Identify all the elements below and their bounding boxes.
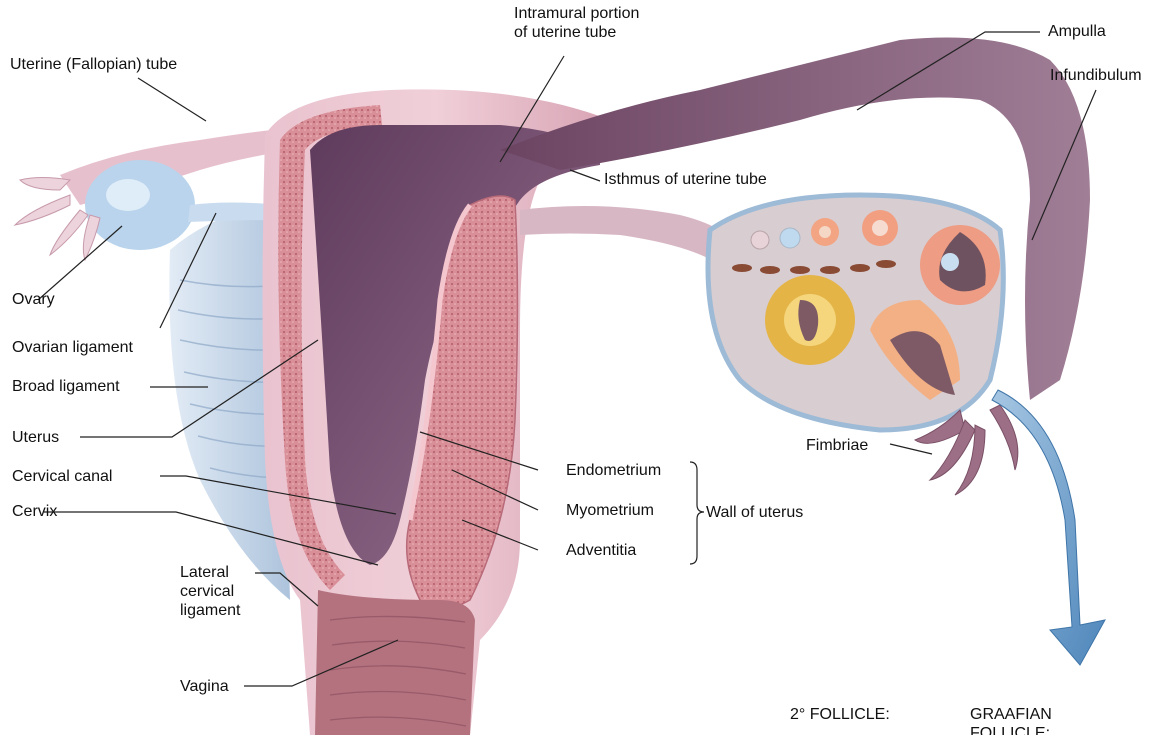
label-fimbriae: Fimbriae xyxy=(806,436,868,455)
label-ampulla: Ampulla xyxy=(1048,22,1106,41)
label-infundibulum: Infundibulum xyxy=(1050,66,1142,85)
label-isthmus: Isthmus of uterine tube xyxy=(604,170,767,189)
label-ovary: Ovary xyxy=(12,290,55,309)
label-intramural-line2: of uterine tube xyxy=(514,23,639,42)
label-ovarian-ligament: Ovarian ligament xyxy=(12,338,133,357)
label-cervical-canal: Cervical canal xyxy=(12,467,112,486)
label-lateral-cervical-ligament: Lateral cervical ligament xyxy=(180,563,240,620)
label-lateral-line2: cervical xyxy=(180,582,240,601)
label-uterus: Uterus xyxy=(12,428,59,447)
label-graafian-line1: GRAAFIAN xyxy=(970,705,1052,724)
label-graafian-line2: FOLLICLE: xyxy=(970,724,1052,735)
label-lateral-line1: Lateral xyxy=(180,563,240,582)
label-wall-of-uterus: Wall of uterus xyxy=(706,503,803,522)
vagina-shape xyxy=(315,590,475,735)
label-endometrium: Endometrium xyxy=(566,461,661,480)
label-secondary-follicle: 2° FOLLICLE: xyxy=(790,705,890,724)
label-intramural-line1: Intramural portion xyxy=(514,4,639,23)
label-vagina: Vagina xyxy=(180,677,229,696)
label-adventitia: Adventitia xyxy=(566,541,636,560)
label-graafian-follicle: GRAAFIAN FOLLICLE: xyxy=(970,705,1052,735)
label-uterine-tube: Uterine (Fallopian) tube xyxy=(10,55,177,74)
label-cervix: Cervix xyxy=(12,502,57,521)
label-broad-ligament: Broad ligament xyxy=(12,377,120,396)
label-myometrium: Myometrium xyxy=(566,501,654,520)
isthmus-shape xyxy=(520,206,730,265)
label-intramural: Intramural portion of uterine tube xyxy=(514,4,639,42)
label-lateral-line3: ligament xyxy=(180,601,240,620)
wall-brace xyxy=(690,462,704,564)
